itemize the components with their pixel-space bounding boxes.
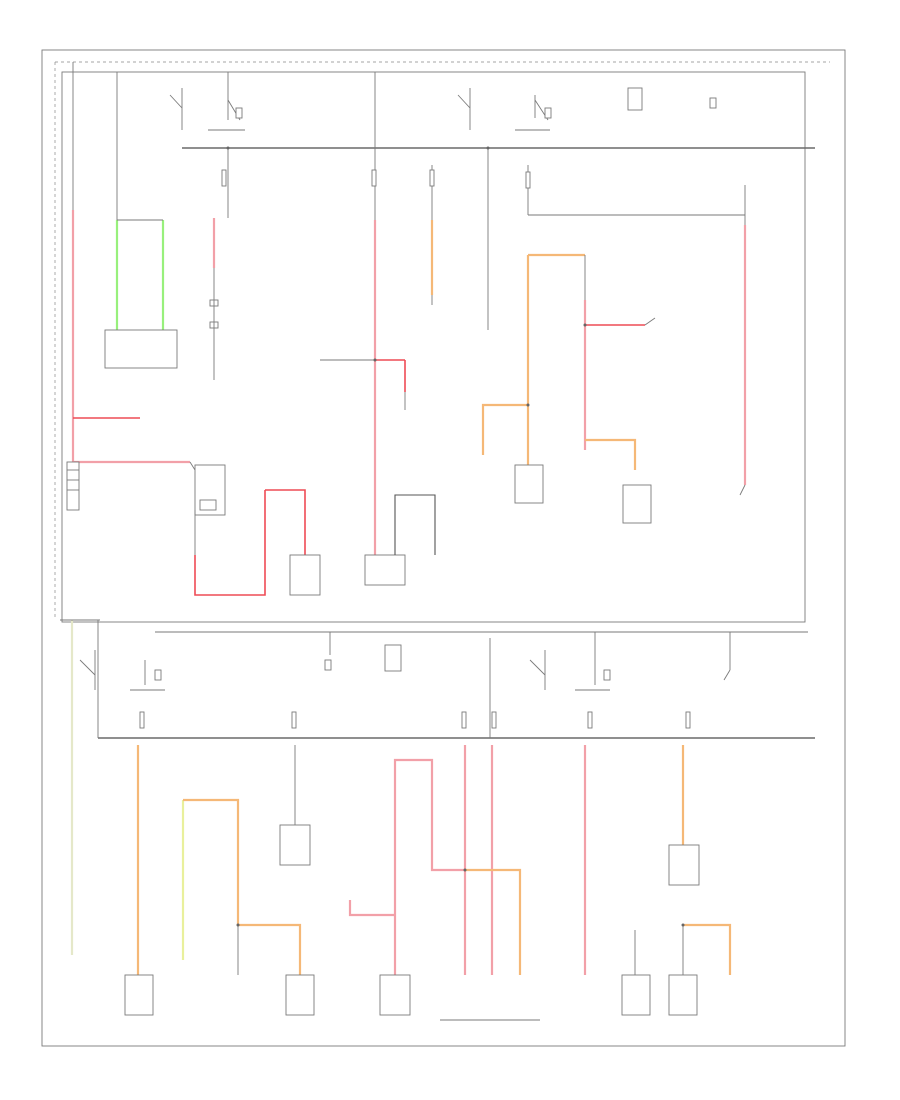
ground-block xyxy=(66,461,80,511)
outer-frame xyxy=(41,49,846,1047)
component-box-1 xyxy=(289,554,321,596)
relay-2 xyxy=(457,88,552,131)
component-box-7 xyxy=(379,974,411,1016)
relay-4 xyxy=(709,97,717,109)
lower-fuse-box xyxy=(60,619,815,1021)
orange-left-loop xyxy=(481,403,528,455)
component-box-2 xyxy=(514,464,544,504)
relay-6 xyxy=(324,659,332,671)
red-loop-2 xyxy=(265,489,306,555)
component-box-4 xyxy=(124,974,154,1016)
fuse-3 xyxy=(429,169,435,187)
relay-7 xyxy=(384,644,402,672)
relay-8 xyxy=(529,650,611,691)
upper-fuse-box xyxy=(61,62,815,633)
component-box-10 xyxy=(668,974,698,1016)
red-loop xyxy=(194,490,266,596)
component-box-9 xyxy=(668,844,700,886)
switch-block xyxy=(364,554,406,586)
component-box-8 xyxy=(621,974,651,1016)
component-box-3 xyxy=(622,484,652,524)
component-box-5 xyxy=(285,974,315,1016)
relay-1 xyxy=(169,72,245,131)
upper-box-frame xyxy=(61,71,806,623)
pink-lower-1 xyxy=(393,758,465,975)
junction-dots xyxy=(226,146,685,927)
relay-3 xyxy=(627,87,643,111)
fuse-1 xyxy=(221,169,227,187)
relay-5 xyxy=(79,650,165,691)
fuse-4 xyxy=(525,171,531,189)
component-box-6 xyxy=(279,824,311,866)
control-module xyxy=(104,329,178,369)
fuse-2 xyxy=(371,169,377,187)
